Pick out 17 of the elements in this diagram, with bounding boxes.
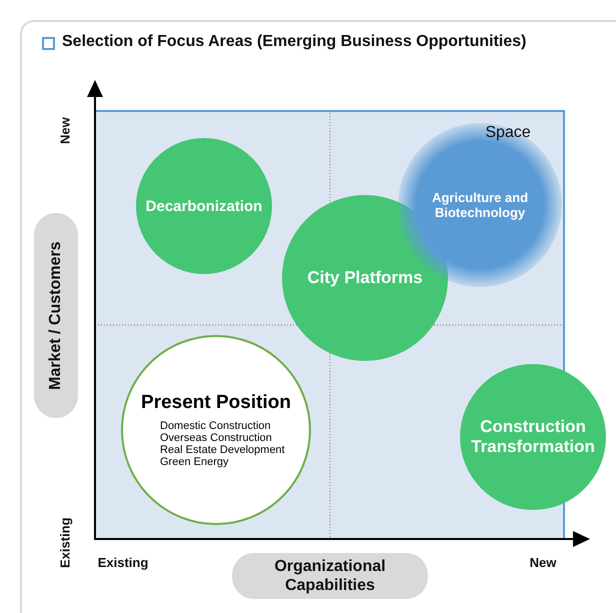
title: Selection of Focus Areas (Emerging Business Opportunities) — [62, 33, 526, 51]
axis-tick-label: New — [56, 116, 74, 146]
axis-tick-label: Existing — [56, 516, 74, 570]
bubble-title: Agriculture and Biotechnology — [430, 190, 530, 220]
axis-tick-label: New — [528, 554, 558, 572]
list-item: Domestic Construction — [160, 420, 271, 432]
list-item: Real Estate Development — [160, 444, 285, 456]
list-item: Green Energy — [160, 456, 228, 468]
bubble-title: Decarbonization — [144, 198, 264, 214]
bubble-title: City Platforms — [306, 268, 424, 288]
bubble-title: Present Position — [140, 392, 292, 414]
quadrant-label: Space — [484, 123, 532, 143]
list-item: Overseas Construction — [160, 432, 272, 444]
axis-title: Organizational Capabilities — [232, 553, 428, 599]
axis-title: Market / Customers — [34, 213, 78, 418]
axis-tick-label: Existing — [96, 554, 150, 572]
bubble-title: Construction Transformation — [470, 417, 596, 457]
